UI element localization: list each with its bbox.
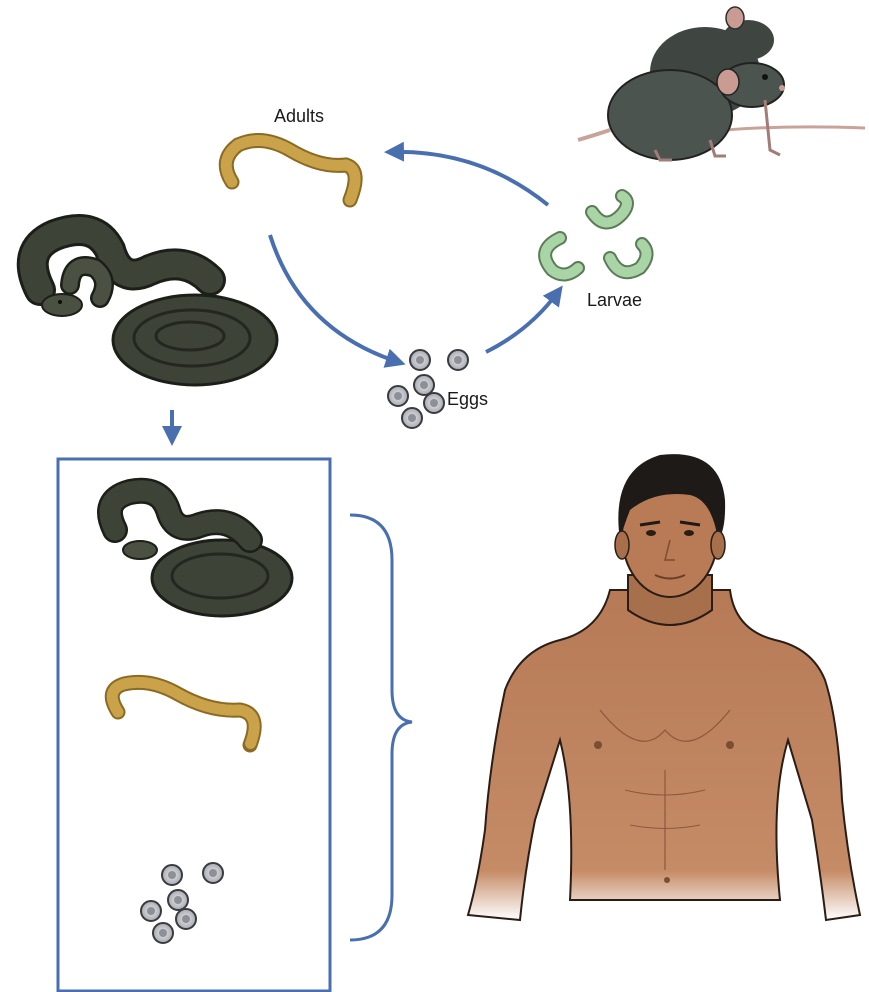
eggs-icon	[141, 863, 223, 943]
snake-icon	[110, 491, 292, 616]
label-eggs: Eggs	[447, 389, 488, 410]
adult-worm-icon	[226, 141, 355, 200]
arrow-adults-to-eggs	[270, 235, 398, 362]
label-larvae: Larvae	[587, 290, 642, 311]
label-adults: Adults	[274, 106, 324, 127]
curly-brace	[350, 515, 412, 940]
rat-icon	[578, 7, 865, 160]
adult-worm-icon	[112, 682, 254, 745]
human-icon	[468, 454, 860, 920]
larvae-icon	[545, 196, 646, 275]
arrow-eggs-to-larvae	[486, 292, 558, 352]
cycle-arrows	[172, 152, 558, 438]
arrow-larvae-to-adults	[392, 152, 548, 205]
snake-icon	[33, 230, 277, 385]
